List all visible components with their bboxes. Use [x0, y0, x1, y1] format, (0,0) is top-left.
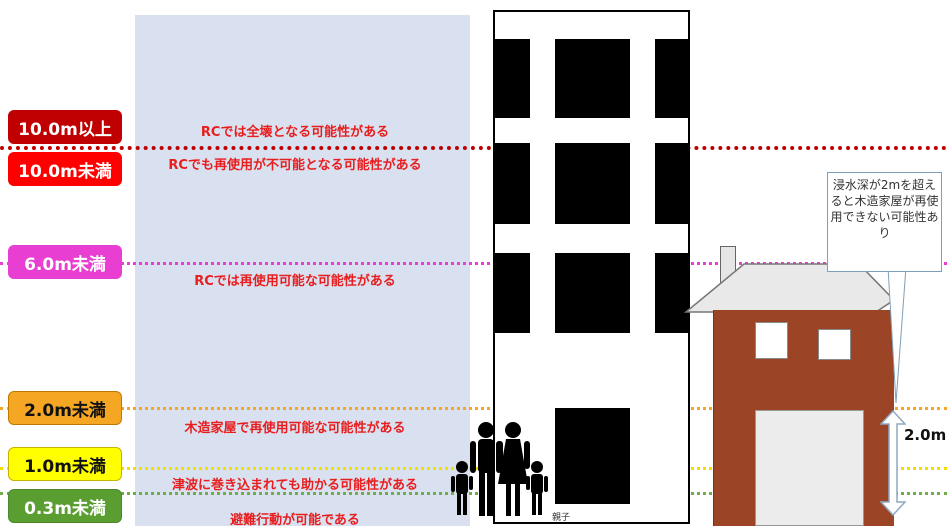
callout-pointer	[887, 266, 907, 404]
annotation-03m-under: 避難行動が可能である	[230, 513, 360, 528]
depth-label: 2.0m	[904, 426, 947, 444]
building-window	[555, 39, 630, 118]
building-window	[495, 253, 530, 333]
level-line-03m	[0, 492, 947, 495]
building-door	[555, 408, 630, 504]
building-window	[495, 39, 530, 118]
building-window	[495, 143, 530, 224]
building-window	[555, 143, 630, 224]
family-caption: 親子	[552, 513, 571, 523]
annotation-1m-under: 津波に巻き込まれても助かる可能性がある	[172, 478, 418, 493]
level-badge-10m-over: 10.0m以上	[8, 110, 122, 144]
house-window	[755, 322, 788, 359]
annotation-6m-under: RCでは再使用可能な可能性がある	[194, 274, 396, 289]
level-badge-10m-under: 10.0m未満	[8, 152, 122, 186]
level-badge-03m-under: 0.3m未満	[8, 489, 122, 523]
house-door	[755, 410, 864, 526]
building-window	[655, 39, 688, 118]
annotation-10m-under: RCでも再使用が不可能となる可能性がある	[168, 158, 422, 173]
building-window	[655, 253, 688, 333]
callout-note: 浸水深が2mを超えると木造家屋が再使用できない可能性あり	[827, 172, 942, 272]
level-line-6m	[0, 262, 947, 265]
building-window	[655, 143, 688, 224]
building-window	[555, 253, 630, 333]
level-badge-6m-under: 6.0m未満	[8, 245, 122, 279]
level-line-10m	[0, 146, 947, 150]
level-line-2m	[0, 407, 947, 410]
level-badge-1m-under: 1.0m未満	[8, 447, 122, 481]
family-silhouette-icon	[451, 422, 548, 516]
highlight-band	[135, 15, 470, 526]
house-window	[818, 329, 851, 360]
annotation-10m-over: RCでは全壊となる可能性がある	[200, 125, 390, 140]
annotation-2m-under: 木造家屋で再使用可能な可能性がある	[184, 421, 406, 436]
level-badge-2m-under: 2.0m未満	[8, 391, 122, 425]
depth-arrow-icon	[880, 410, 906, 516]
